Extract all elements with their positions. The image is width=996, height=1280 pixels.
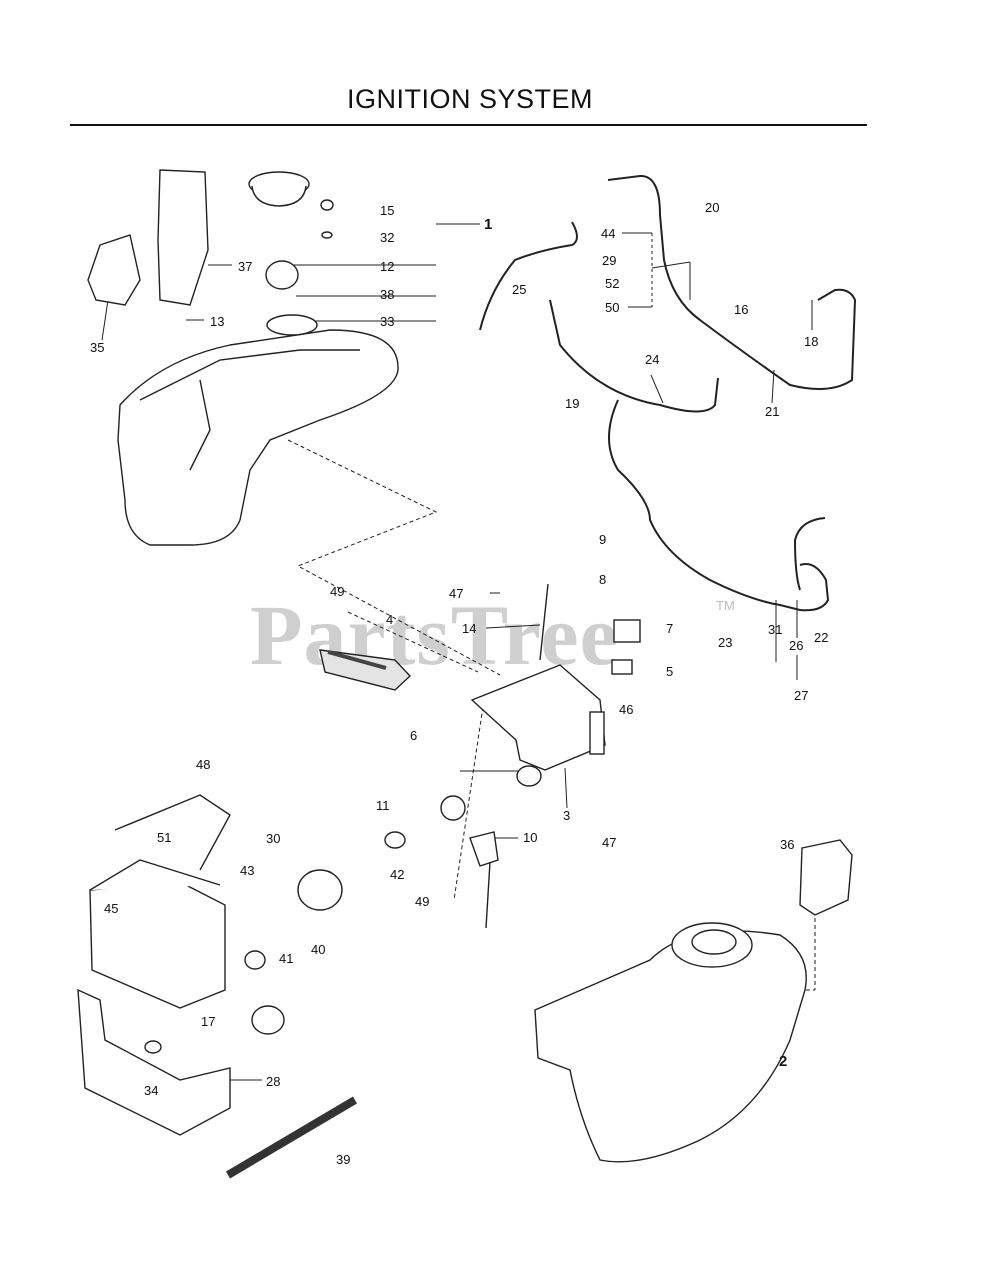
ignition-bracket	[319, 583, 641, 929]
callout-22: 22	[814, 630, 829, 645]
callout-27: 27	[794, 688, 809, 703]
callout-13: 13	[210, 314, 225, 329]
diagram-title: IGNITION SYSTEM	[346, 84, 594, 114]
callout-37: 37	[238, 259, 253, 274]
callout-6: 6	[410, 728, 418, 743]
callout-43: 43	[240, 863, 255, 878]
callout-14: 14	[462, 621, 477, 636]
callout-42: 42	[390, 867, 405, 882]
callout-36: 36	[780, 837, 795, 852]
callout-52: 52	[605, 276, 620, 291]
callout-31: 31	[768, 622, 783, 637]
callout-23: 23	[718, 635, 733, 650]
callout-34: 34	[144, 1083, 159, 1098]
callout-32: 32	[380, 230, 395, 245]
callout-39: 39	[336, 1152, 351, 1167]
callout-26: 26	[789, 638, 804, 653]
callout-7: 7	[666, 621, 674, 636]
callout-50: 50	[605, 300, 620, 315]
callout-38: 38	[380, 287, 395, 302]
fuel-tank-top	[87, 169, 399, 546]
dashed-guides	[287, 439, 501, 901]
callout-41: 41	[279, 951, 294, 966]
callout-44: 44	[601, 226, 616, 241]
callout-28: 28	[266, 1074, 281, 1089]
callout-45: 45	[104, 901, 119, 916]
callout-30: 30	[266, 831, 281, 846]
callout-35: 35	[90, 340, 105, 355]
callout-5: 5	[666, 664, 674, 679]
callout-19: 19	[565, 396, 580, 411]
callout-2: 2	[779, 1053, 788, 1070]
callout-24: 24	[645, 352, 660, 367]
callout-12: 12	[380, 259, 395, 274]
fuel-tank-bottom	[534, 839, 853, 1163]
title-divider	[70, 124, 867, 126]
callout-8: 8	[599, 572, 607, 587]
callout-11: 11	[376, 798, 390, 813]
leader-lines	[101, 223, 836, 1081]
callout-29: 29	[602, 253, 617, 268]
callout-20: 20	[705, 200, 720, 215]
callout-49a: 49	[330, 584, 345, 599]
callout-46: 46	[619, 702, 634, 717]
callout-51: 51	[157, 830, 172, 845]
callout-18: 18	[804, 334, 819, 349]
callout-3: 3	[563, 808, 571, 823]
callout-15: 15	[380, 203, 395, 218]
watermark-tm: TM	[716, 598, 735, 613]
callout-40: 40	[311, 942, 326, 957]
callout-1: 1	[484, 216, 493, 233]
callout-47b: 47	[602, 835, 617, 850]
callout-17: 17	[201, 1014, 216, 1029]
callout-4: 4	[386, 612, 394, 627]
callout-33: 33	[380, 314, 395, 329]
callout-25: 25	[512, 282, 527, 297]
battery-assembly	[77, 794, 406, 1179]
callout-9: 9	[599, 532, 607, 547]
callout-48: 48	[196, 757, 211, 772]
callout-21: 21	[765, 404, 780, 419]
fuel-lines	[479, 174, 857, 612]
callout-10: 10	[523, 830, 538, 845]
callout-16: 16	[734, 302, 749, 317]
callout-49b: 49	[415, 894, 430, 909]
callout-47a: 47	[449, 586, 464, 601]
